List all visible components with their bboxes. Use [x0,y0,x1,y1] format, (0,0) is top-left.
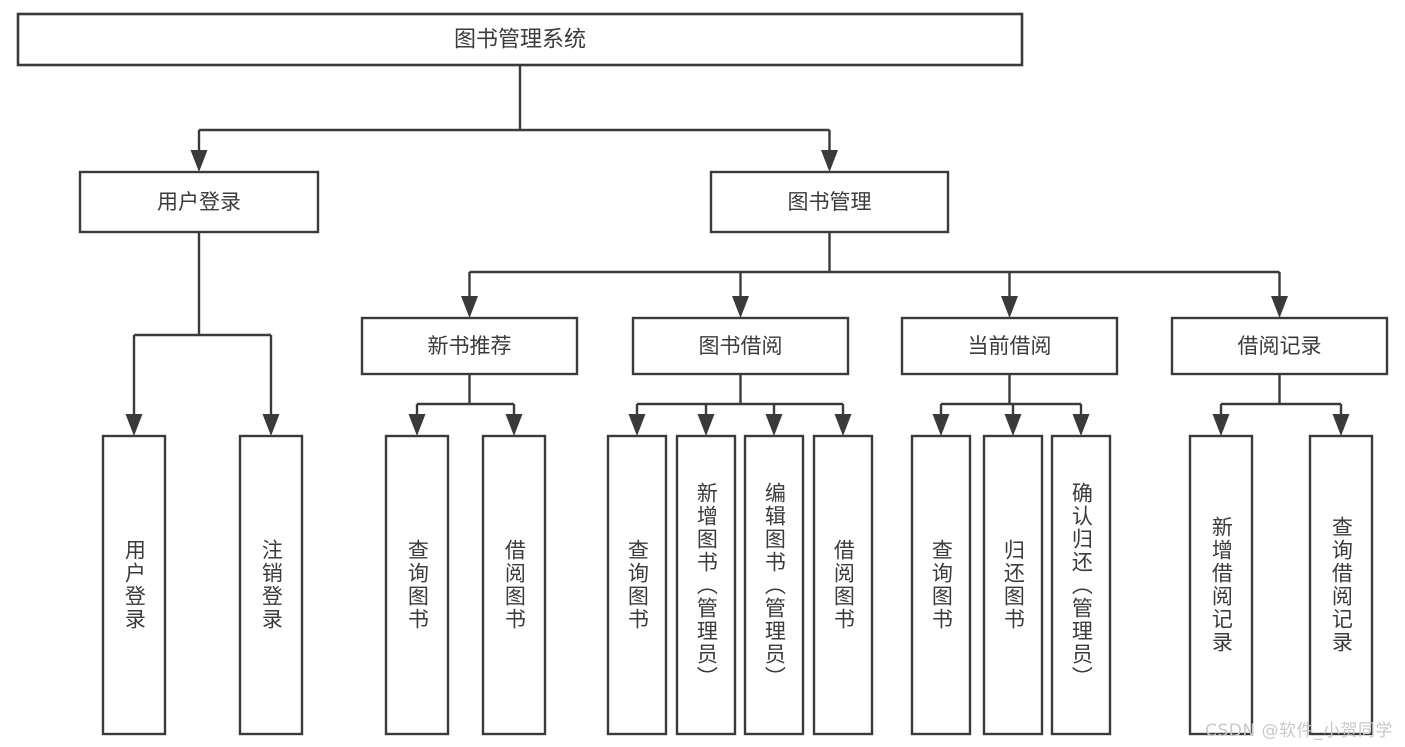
node-login[interactable]: 用户登录 [78,170,320,234]
node-c3[interactable] [1050,434,1112,736]
node-current[interactable]: 当前借阅 [900,316,1119,376]
node-box[interactable] [606,434,668,736]
node-box[interactable] [384,434,450,736]
node-box[interactable] [481,434,547,736]
arrow-head-icon [262,414,280,436]
node-box[interactable] [1170,316,1389,376]
node-box[interactable] [238,434,304,736]
node-n1[interactable] [384,434,450,736]
node-box[interactable] [812,434,874,736]
node-label: 新书推荐 [428,334,512,358]
connector-layer [125,65,1350,436]
watermark-text: CSDN @软件_小贺同学 [1205,721,1393,741]
arrow-head-icon [732,296,749,318]
node-b2[interactable] [675,434,737,736]
node-box[interactable] [743,434,805,736]
arrow-head-icon [1332,414,1350,436]
node-box[interactable] [78,170,320,234]
node-box[interactable] [360,316,579,376]
node-box[interactable] [1050,434,1112,736]
node-record[interactable]: 借阅记录 [1170,316,1389,376]
node-borrow[interactable]: 图书借阅 [631,316,850,376]
node-label: 用户登录 [157,190,241,214]
node-box[interactable] [982,434,1044,736]
arrow-head-icon [697,414,715,436]
node-box[interactable] [1308,434,1374,736]
node-c2[interactable] [982,434,1044,736]
arrow-head-icon [1001,296,1018,318]
node-label: 图书借阅 [699,334,783,358]
arrow-head-icon [408,414,426,436]
node-l2[interactable] [238,434,304,736]
node-n2[interactable] [481,434,547,736]
node-newbook[interactable]: 新书推荐 [360,316,579,376]
node-box[interactable] [1188,434,1254,736]
arrow-head-icon [1271,296,1288,318]
arrow-head-icon [461,296,478,318]
node-root[interactable]: 图书管理系统 [16,12,1024,67]
arrow-head-icon [1072,414,1090,436]
arrow-head-icon [765,414,783,436]
arrow-head-icon [125,414,143,436]
node-c1[interactable] [910,434,972,736]
node-label: 借阅记录 [1238,334,1322,358]
node-r1[interactable] [1188,434,1254,736]
node-box[interactable] [101,434,167,736]
arrow-head-icon [1212,414,1230,436]
arrow-head-icon [1004,414,1022,436]
arrow-head-icon [505,414,523,436]
node-label: 图书管理系统 [454,28,586,53]
node-box[interactable] [16,12,1024,67]
node-r2[interactable] [1308,434,1374,736]
arrow-head-icon [190,150,208,172]
node-b1[interactable] [606,434,668,736]
node-b4[interactable] [812,434,874,736]
arrow-head-icon [821,150,838,172]
node-l1[interactable] [101,434,167,736]
node-label: 当前借阅 [968,334,1052,358]
node-box[interactable] [709,170,950,234]
node-box[interactable] [900,316,1119,376]
node-box[interactable] [675,434,737,736]
arrow-head-icon [628,414,646,436]
node-b3[interactable] [743,434,805,736]
arrow-head-icon [834,414,852,436]
node-box[interactable] [910,434,972,736]
node-box[interactable] [631,316,850,376]
node-label: 图书管理 [788,190,872,214]
arrow-head-icon [932,414,950,436]
node-bookmgmt[interactable]: 图书管理 [709,170,950,234]
